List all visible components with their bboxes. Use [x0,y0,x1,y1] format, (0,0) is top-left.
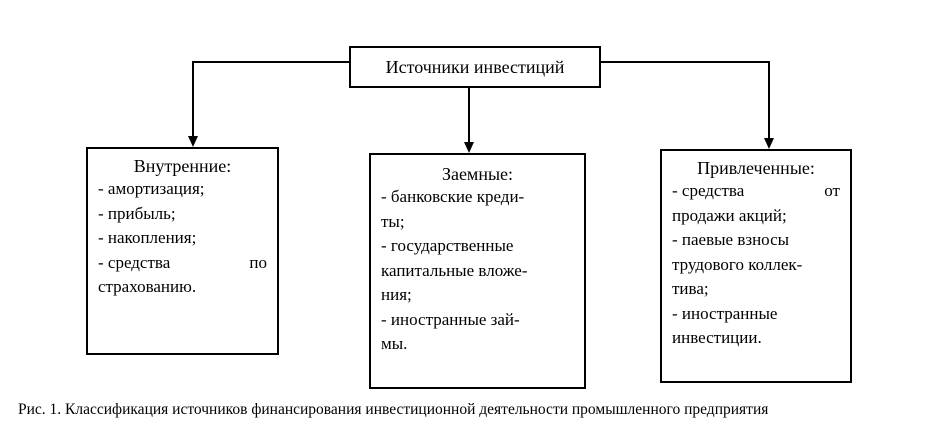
attracted-title: Привлеченные: [697,158,815,178]
internal-item: - средства по [98,251,267,276]
internal-title: Внутренние: [133,156,232,176]
borrowed-item: - иностранные зай- [381,309,520,329]
attracted-sources-box: Привлеченные: - средства от продажи акци… [660,149,852,383]
root-node: Источники инвестиций [349,46,601,88]
internal-item: - амортизация; [98,179,205,198]
connector-right [601,61,770,142]
attracted-item: - паевые взносы [672,230,790,249]
borrowed-item: - банковские креди- [381,187,525,206]
attracted-item-left: - средства [672,181,745,200]
attracted-item: продажи акций; [672,205,787,225]
internal-item: - накопления; [98,228,197,247]
internal-item-left: - средства [98,252,171,272]
attracted-item-right: от [824,181,840,200]
borrowed-item: - государственные [381,236,514,255]
borrowed-sources-box: Заемные: - банковские креди- ты; - госуд… [369,153,586,389]
attracted-item: - средства от [672,179,840,204]
attracted-item: инвестиции. [672,328,762,347]
borrowed-title: Заемные: [441,164,514,184]
borrowed-item: ния; [381,285,412,304]
internal-item-right: по [249,252,267,272]
attracted-item: трудового коллек- [672,254,803,274]
arrowhead-right [764,138,774,149]
connector-left [192,61,349,140]
arrowhead-left [188,136,198,147]
arrowhead-center [464,142,474,153]
root-label: Источники инвестиций [385,56,565,77]
internal-item: - прибыль; [98,203,176,223]
borrowed-item: капитальные вложе- [381,260,528,280]
attracted-item: тива; [672,279,709,298]
borrowed-item: ты; [381,211,405,231]
figure-caption: Рис. 1. Классификация источников финанси… [18,401,769,418]
internal-sources-box: Внутренние: - амортизация; - прибыль; - … [86,147,279,355]
attracted-item: - иностранные [672,303,778,323]
internal-item: страхованию. [98,277,197,296]
borrowed-item: мы. [381,334,408,353]
